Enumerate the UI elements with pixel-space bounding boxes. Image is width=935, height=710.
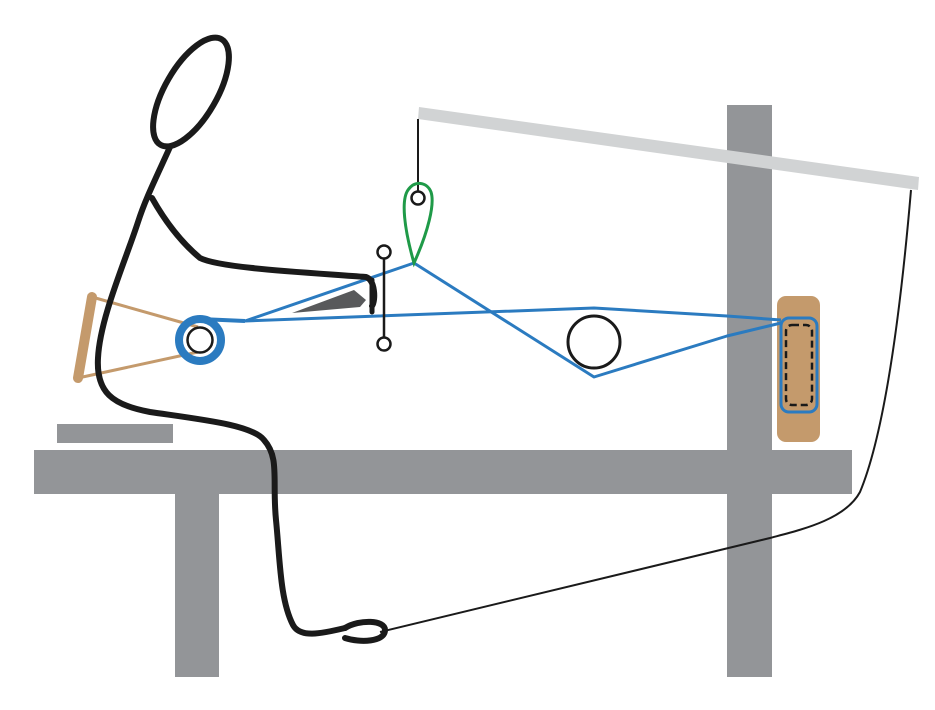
warp-beam-pad bbox=[777, 296, 820, 442]
heddle-loop bbox=[402, 182, 434, 268]
shed-rod-ring-bottom bbox=[376, 336, 392, 352]
foot-cord bbox=[379, 189, 912, 633]
breast-beam-warp-tail bbox=[199, 317, 246, 323]
upper-bar bbox=[418, 107, 919, 190]
warp-threads bbox=[244, 261, 782, 379]
shed-rod-ring-top bbox=[376, 244, 392, 260]
post bbox=[727, 105, 772, 677]
neck-and-body bbox=[94, 144, 348, 637]
upper-assembly bbox=[379, 107, 919, 633]
backstrap-pad bbox=[73, 292, 97, 383]
weaver-figure bbox=[94, 34, 388, 644]
frame bbox=[34, 105, 852, 677]
breast-beam-core bbox=[186, 326, 214, 354]
warp-upper-shed bbox=[244, 261, 782, 379]
seat bbox=[57, 424, 173, 443]
warp-roll-inner bbox=[784, 323, 814, 407]
warp-beam-block bbox=[777, 296, 820, 442]
lease-roller bbox=[566, 314, 622, 370]
table-top bbox=[34, 450, 852, 494]
heddle-ring bbox=[410, 190, 426, 206]
breast-beam bbox=[175, 315, 246, 365]
warp-lower-shed bbox=[244, 306, 782, 323]
warp-roll-outer bbox=[779, 316, 819, 414]
head bbox=[150, 34, 232, 150]
shed-rod bbox=[376, 244, 392, 352]
arm bbox=[149, 195, 378, 309]
heddle-assembly bbox=[402, 182, 434, 268]
beater bbox=[292, 290, 366, 313]
table-leg-left bbox=[175, 494, 219, 677]
foot-loop bbox=[342, 618, 388, 644]
